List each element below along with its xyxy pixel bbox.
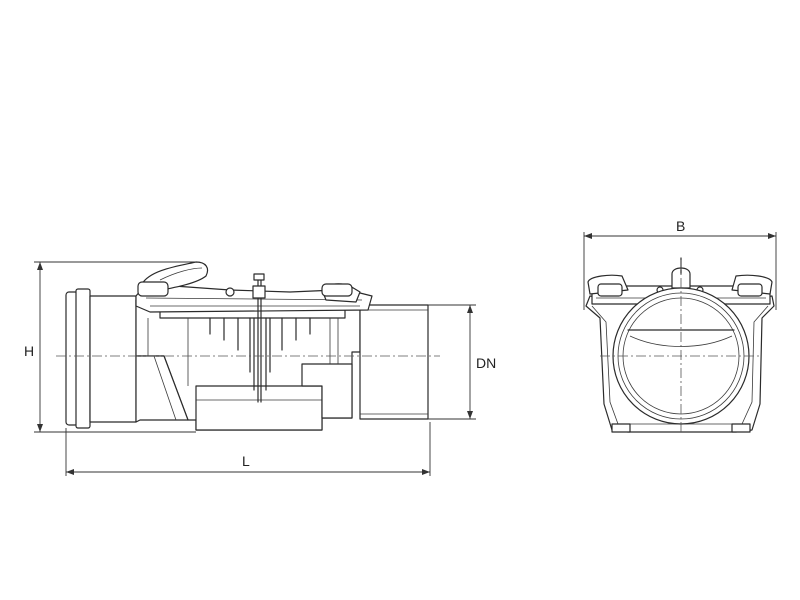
dimension-dn: DN [428,304,496,420]
dimension-l: L [65,422,431,476]
dimension-l-label: L [242,453,250,469]
side-view: H DN L [24,261,496,476]
cover-lid [135,261,373,403]
dimension-b: B [583,218,777,310]
valve-body [135,299,361,431]
outlet-spigot [359,304,429,420]
dimension-b-label: B [676,218,685,234]
dimension-h: H [24,261,196,433]
dimension-dn-label: DN [476,355,496,371]
dimension-h-label: H [24,343,34,359]
internal-ribs [209,317,311,391]
front-view: B [583,218,777,433]
inlet-socket [65,288,137,429]
